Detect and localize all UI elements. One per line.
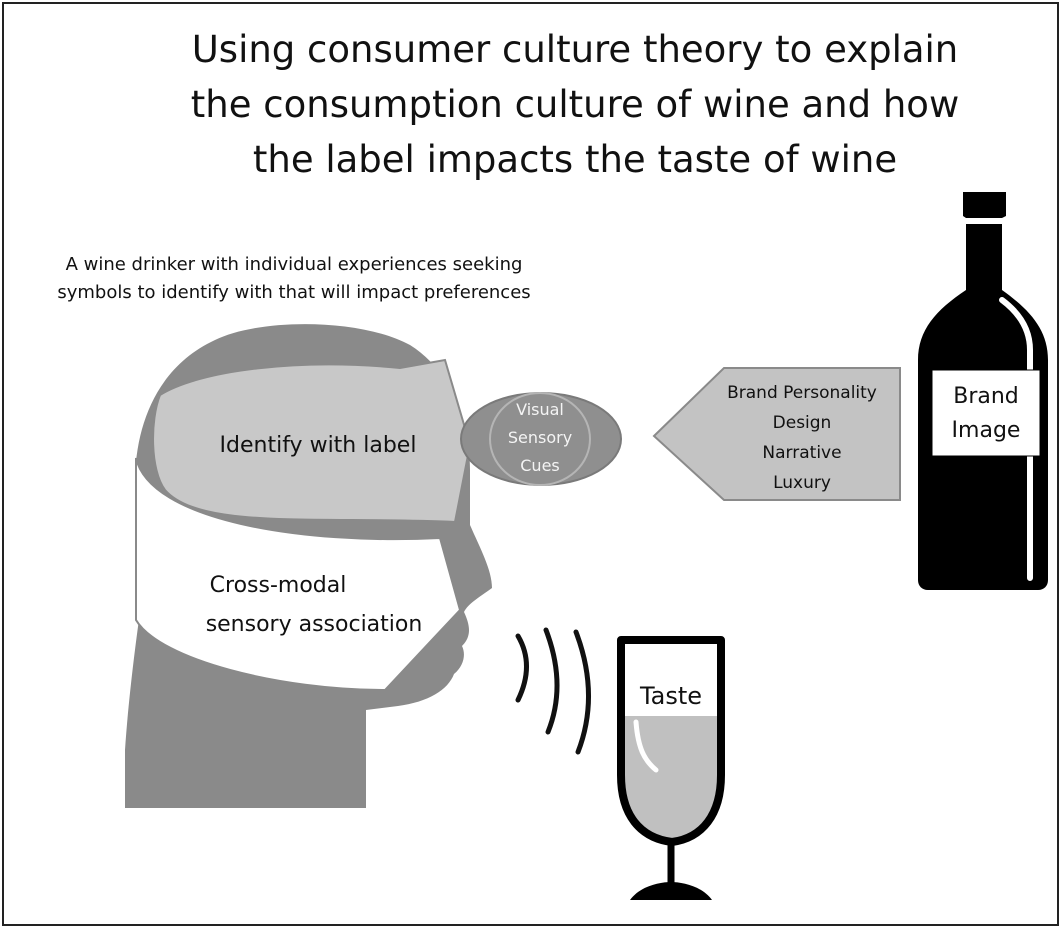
- brand-factor-3: Narrative: [762, 443, 841, 463]
- cross-modal-line-2: sensory association: [206, 612, 423, 637]
- bottle-neck-ring: [966, 218, 1002, 224]
- cues-line-3: Cues: [520, 456, 560, 475]
- brand-factor-4: Luxury: [773, 473, 831, 493]
- sound-wave-icon-1: [515, 633, 529, 703]
- cues-line-1: Visual: [516, 400, 564, 419]
- sound-wave-icon-2: [543, 627, 560, 735]
- subtitle-line-1: A wine drinker with individual experienc…: [66, 254, 523, 275]
- cross-modal-line-1: Cross-modal: [210, 573, 347, 598]
- title-line-1: Using consumer culture theory to explain: [192, 28, 959, 71]
- sound-wave-icon-3: [573, 629, 591, 755]
- wine-glass-icon: [617, 636, 725, 900]
- brand-factors-arrow: [652, 367, 901, 501]
- bottle-label-area: [931, 369, 1041, 457]
- identify-band-arrow: [152, 358, 472, 524]
- bottle-label-line-1: Brand: [953, 384, 1019, 409]
- bottle-label-line-2: Image: [952, 418, 1021, 443]
- cross-modal-band-arrow: [135, 457, 462, 692]
- cues-inner-ellipse: [489, 392, 591, 486]
- subtitle-line-2: symbols to identify with that will impac…: [57, 282, 530, 303]
- taste-label: Taste: [639, 682, 702, 710]
- brand-factor-1: Brand Personality: [727, 383, 877, 403]
- identify-with-label-text: Identify with label: [220, 433, 417, 458]
- title-line-2: the consumption culture of wine and how: [191, 83, 959, 126]
- title-line-3: the label impacts the taste of wine: [253, 138, 897, 181]
- cues-line-2: Sensory: [508, 428, 572, 447]
- bottle-highlight: [999, 297, 1033, 581]
- brand-factor-2: Design: [773, 413, 832, 433]
